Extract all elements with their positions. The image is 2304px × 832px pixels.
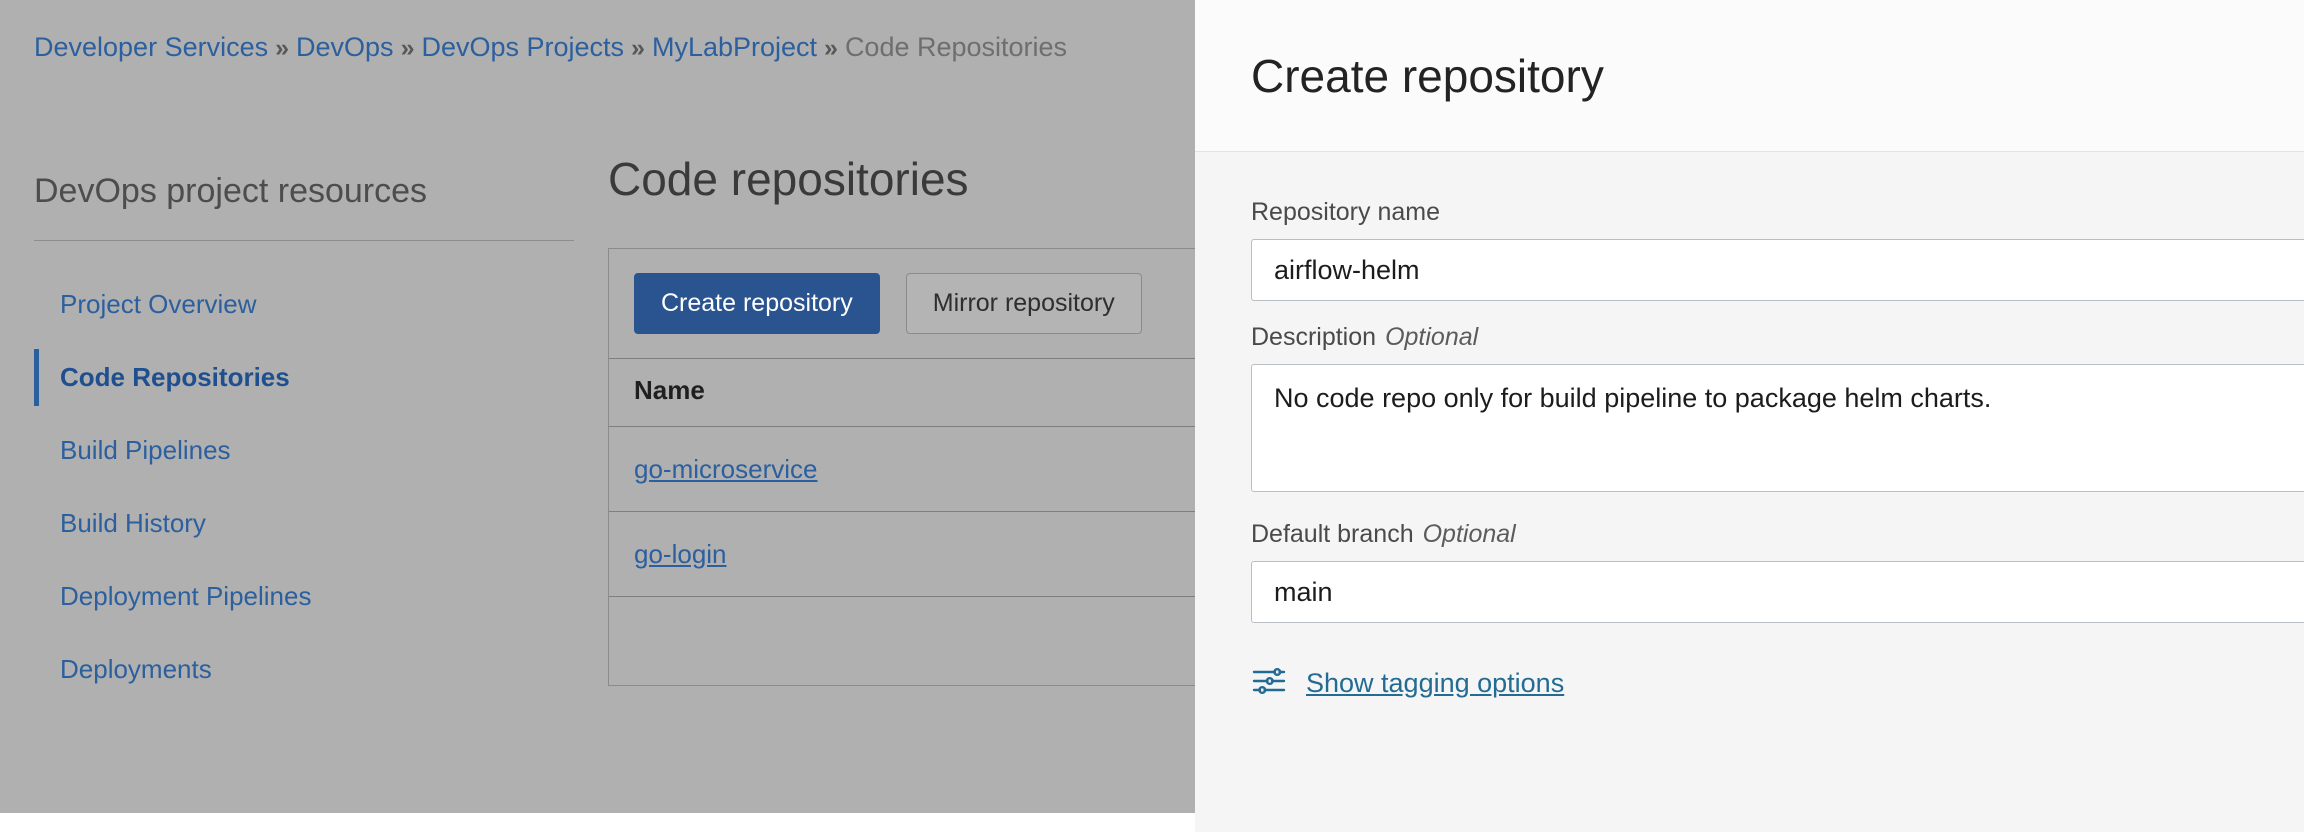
- description-textarea[interactable]: No code repo only for build pipeline to …: [1251, 364, 2304, 492]
- sidebar-divider: [34, 240, 574, 241]
- field-default-branch: Default branch Optional main: [1251, 520, 2304, 623]
- breadcrumb-item-mylabproject[interactable]: MyLabProject: [651, 32, 818, 62]
- sidebar-item-label: Build Pipelines: [60, 435, 231, 465]
- description-label-text: Description: [1251, 323, 1377, 351]
- breadcrumb-separator: »: [824, 34, 838, 62]
- mirror-repository-button[interactable]: Mirror repository: [905, 273, 1142, 334]
- show-tagging-options-row[interactable]: Show tagging options: [1251, 663, 1564, 704]
- panel-body: Repository name airflow-helm Description…: [1195, 152, 2304, 704]
- sidebar-item-build-history[interactable]: Build History: [34, 487, 594, 560]
- breadcrumb-separator: »: [400, 34, 415, 62]
- breadcrumb-item-devops-projects[interactable]: DevOps Projects: [421, 32, 625, 62]
- sidebar-item-label: Deployments: [60, 654, 212, 684]
- field-repository-name: Repository name airflow-helm: [1251, 198, 2304, 301]
- breadcrumb-separator: »: [631, 34, 645, 62]
- page-title: Code repositories: [608, 153, 969, 205]
- repo-link-go-microservice[interactable]: go-microservice: [634, 453, 818, 484]
- default-branch-input[interactable]: main: [1251, 561, 2304, 623]
- sidebar-item-deployment-pipelines[interactable]: Deployment Pipelines: [34, 560, 594, 633]
- repo-link-go-login[interactable]: go-login: [634, 538, 727, 569]
- repository-name-label: Repository name: [1251, 198, 2304, 227]
- field-description: Description Optional No code repo only fo…: [1251, 323, 2304, 492]
- description-optional-tag: Optional: [1385, 323, 1479, 351]
- field-spacer: [1251, 492, 2304, 520]
- sidebar-item-label: Project Overview: [60, 289, 257, 319]
- breadcrumb-item-developer-services[interactable]: Developer Services: [34, 32, 269, 62]
- sidebar-item-deployments[interactable]: Deployments: [34, 633, 594, 706]
- default-branch-label: Default branch Optional: [1251, 520, 2304, 549]
- field-spacer: [1251, 301, 2304, 323]
- sidebar-item-label: Build History: [60, 508, 206, 538]
- sidebar-item-label: Code Repositories: [60, 362, 290, 392]
- description-label: Description Optional: [1251, 323, 2304, 352]
- sidebar-nav: Project Overview Code Repositories Build…: [34, 268, 594, 706]
- sidebar-item-label: Deployment Pipelines: [60, 581, 312, 611]
- create-repository-button[interactable]: Create repository: [634, 273, 880, 334]
- sidebar-item-build-pipelines[interactable]: Build Pipelines: [34, 414, 594, 487]
- sidebar-item-project-overview[interactable]: Project Overview: [34, 268, 594, 341]
- sidebar: DevOps project resources Project Overvie…: [34, 170, 594, 706]
- sidebar-title: DevOps project resources: [34, 172, 428, 210]
- sidebar-item-code-repositories[interactable]: Code Repositories: [34, 341, 594, 414]
- repositories-toolbar: Create repository Mirror repository: [609, 249, 1607, 358]
- sliders-icon: [1251, 663, 1287, 704]
- panel-title: Create repository: [1251, 49, 1604, 102]
- create-repository-panel: Create repository Repository name airflo…: [1195, 0, 2304, 832]
- breadcrumb-separator: »: [275, 34, 290, 62]
- default-branch-label-text: Default branch: [1251, 520, 1414, 548]
- breadcrumb: Developer Services»DevOps»DevOps Project…: [34, 30, 1067, 65]
- breadcrumb-item-code-repositories: Code Repositories: [844, 32, 1068, 62]
- repository-name-input[interactable]: airflow-helm: [1251, 239, 2304, 301]
- repository-name-label-text: Repository name: [1251, 198, 1440, 226]
- show-tagging-options-link[interactable]: Show tagging options: [1306, 668, 1565, 698]
- panel-header: Create repository: [1195, 0, 2304, 152]
- default-branch-optional-tag: Optional: [1422, 520, 1516, 548]
- breadcrumb-item-devops[interactable]: DevOps: [296, 32, 394, 62]
